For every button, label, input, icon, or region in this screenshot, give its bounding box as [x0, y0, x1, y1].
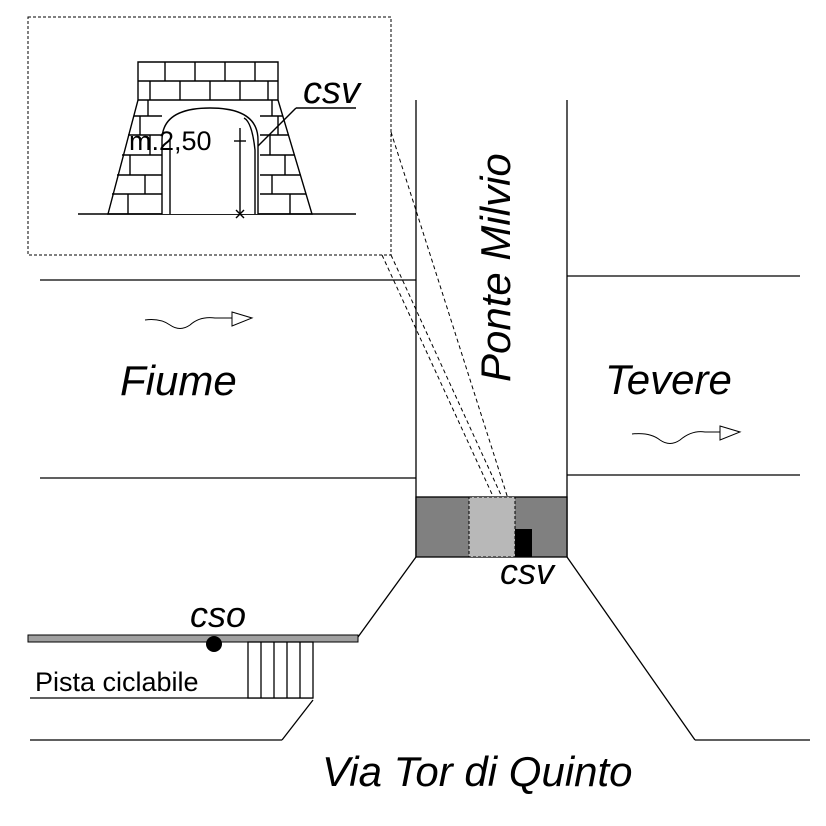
csv-bottom-label: csv — [500, 551, 556, 592]
bridge — [415, 100, 568, 557]
measure-label: m.2,50 — [129, 126, 212, 156]
flow-arrow-icon — [144, 311, 254, 329]
river-left-label: Fiume — [120, 357, 237, 404]
road-lines — [30, 556, 810, 741]
csv-point-icon — [515, 529, 532, 557]
detail-inset-frame — [27, 16, 392, 256]
arch-detail — [78, 61, 356, 219]
cso-point-icon — [206, 636, 222, 652]
river-right-label: Tevere — [605, 356, 732, 403]
stairs — [247, 641, 314, 699]
street-label: Via Tor di Quinto — [322, 748, 633, 795]
cso-label: cso — [190, 594, 246, 635]
bike-path-label: Pista ciclabile — [35, 667, 199, 697]
flow-arrow-icon — [631, 425, 742, 444]
abutment-highlight — [468, 496, 516, 558]
bridge-label: Ponte Milvio — [472, 153, 519, 382]
river-banks — [40, 275, 800, 479]
bike-path-bar — [27, 634, 359, 643]
csv-detail-label: csv — [303, 70, 362, 112]
